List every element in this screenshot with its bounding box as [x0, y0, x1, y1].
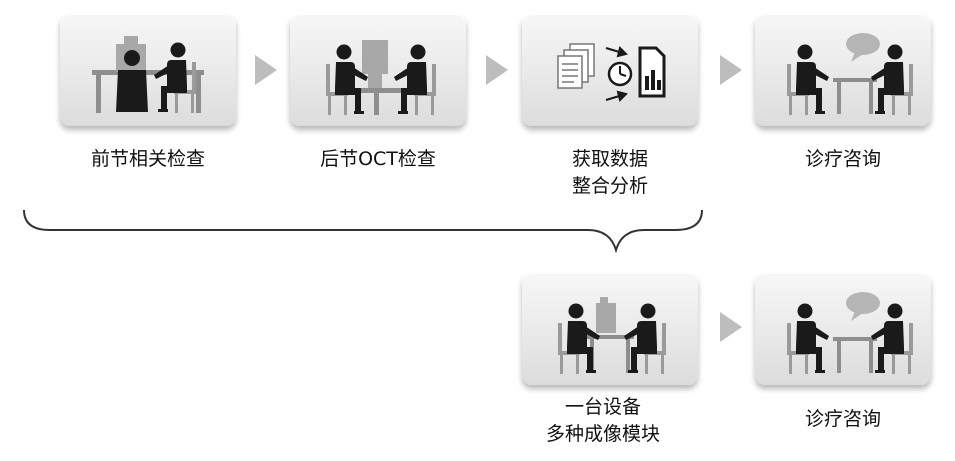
grouping-brace — [23, 209, 703, 254]
step-tile-data-integration — [522, 14, 698, 126]
step-tile-anterior-exam — [60, 14, 236, 126]
step-label: 获取数据 整合分析 — [510, 146, 710, 200]
single-device-exam-icon — [558, 297, 666, 374]
flow-arrow — [486, 55, 508, 85]
step-tile-single-device-exam — [522, 273, 698, 385]
step-tile-consultation — [755, 273, 931, 385]
step-label-line: 整合分析 — [571, 175, 648, 197]
step-label-line: 一台设备 — [564, 396, 641, 418]
flow-arrow — [720, 55, 742, 85]
step-label-line: 多种成像模块 — [545, 423, 660, 445]
step-label: 后节OCT检查 — [320, 148, 436, 170]
consultation-icon — [787, 33, 913, 115]
consultation-icon — [787, 292, 913, 374]
step-label-line: 获取数据 — [571, 148, 648, 170]
flow-arrow — [255, 55, 277, 85]
step-tile-oct-exam — [290, 14, 466, 126]
step-label: 诊疗咨询 — [804, 408, 881, 430]
oct-exam-icon — [326, 40, 436, 115]
flow-arrow — [720, 312, 742, 342]
data-integration-icon — [557, 43, 666, 102]
step-label: 一台设备 多种成像模块 — [503, 394, 703, 448]
step-label: 诊疗咨询 — [804, 148, 881, 170]
step-label: 前节相关检查 — [90, 148, 205, 170]
step-tile-consultation — [755, 14, 931, 126]
anterior-exam-icon — [92, 36, 204, 113]
